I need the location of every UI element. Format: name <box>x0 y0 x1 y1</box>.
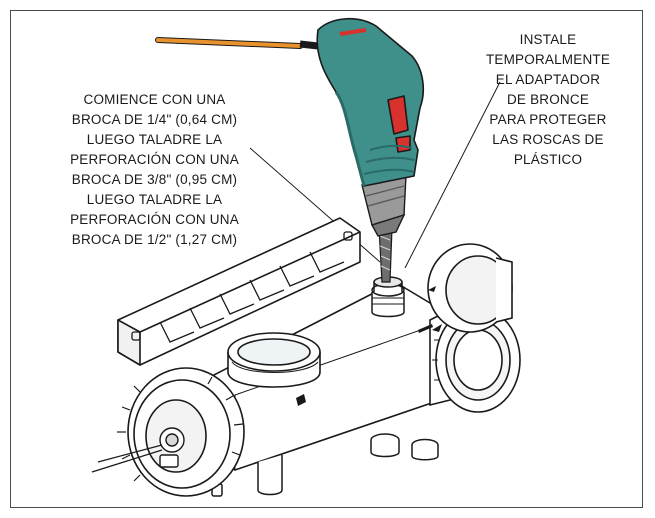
sensor-fitting <box>91 427 185 473</box>
brass-adapter <box>371 276 405 318</box>
right-callout-line: LAS ROSCAS DE <box>492 132 604 147</box>
right-callout-line: DE BRONCE <box>506 92 590 107</box>
left-callout-line: LUEGO TALADRE LA <box>86 132 223 147</box>
left-callout-line: COMIENCE CON UNA <box>83 92 226 107</box>
drill-chuck <box>361 174 407 237</box>
top-port <box>227 332 321 388</box>
left-callout-line: BROCA DE 1/4" (0,64 CM) <box>71 112 238 127</box>
left-callout-line: BROCA DE 3/8" (0,95 CM) <box>71 172 238 187</box>
support-legs <box>211 433 439 497</box>
right-callout-line: TEMPORALMENTE <box>485 52 611 67</box>
right-callout-text: INSTALE TEMPORALMENTE EL ADAPTADOR DE BR… <box>478 30 618 170</box>
right-leader-line <box>404 81 501 269</box>
right-callout-line: INSTALE <box>519 32 577 47</box>
left-callout-line: PERFORACIÓN CON UNA <box>70 212 239 227</box>
right-callout-line: EL ADAPTADOR <box>495 72 601 87</box>
right-callout-line: PLÁSTICO <box>513 152 583 167</box>
plate-ribs <box>131 231 353 343</box>
drill-body <box>316 17 425 187</box>
drill-bit <box>378 227 393 283</box>
left-callout-text: COMIENCE CON UNA BROCA DE 1/4" (0,64 CM)… <box>42 90 267 250</box>
back-union <box>427 243 513 333</box>
left-callout-line: PERFORACIÓN CON UNA <box>70 152 239 167</box>
mounting-plate <box>117 217 361 366</box>
left-callout-line: LUEGO TALADRE LA <box>86 192 223 207</box>
right-callout-line: PARA PROTEGER <box>489 112 607 127</box>
body-markings <box>296 324 433 406</box>
left-callout-line: BROCA DE 1/2" (1,27 CM) <box>71 232 238 247</box>
